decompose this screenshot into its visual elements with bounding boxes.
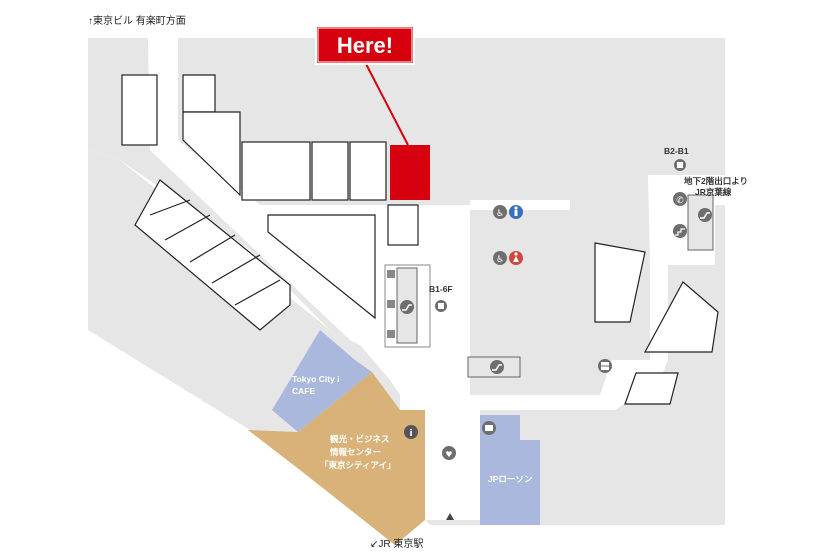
here-pointer-line bbox=[364, 61, 409, 146]
shop-block bbox=[134, 179, 291, 331]
direction-bottom-label: ↙JR 東京駅 bbox=[370, 537, 423, 550]
heart-icon: ♥ bbox=[442, 446, 456, 460]
wheelchair-icon: ♿ bbox=[493, 205, 507, 219]
info-center-label-line3: 「東京シティアイ」 bbox=[320, 460, 396, 470]
shop-block bbox=[121, 74, 158, 146]
here-label-box bbox=[315, 25, 415, 65]
svg-text:♿: ♿ bbox=[496, 255, 504, 265]
wheelchair-icon: ♿ bbox=[493, 251, 507, 265]
jp-lawson-label: JPローソン bbox=[488, 474, 533, 484]
shop-block bbox=[349, 141, 387, 201]
restroom-male-icon bbox=[509, 205, 523, 219]
floor-label-b2-b1: B2-B1 bbox=[664, 146, 689, 156]
escalator-icon bbox=[400, 300, 414, 314]
stairs-icon bbox=[673, 224, 687, 238]
elevator-icon bbox=[435, 300, 447, 312]
shop-block bbox=[311, 141, 349, 201]
svg-text:✆: ✆ bbox=[676, 196, 684, 206]
cafe-label-line2: CAFE bbox=[292, 386, 315, 396]
shop-blocks bbox=[121, 74, 719, 405]
here-label: Here! bbox=[337, 33, 393, 58]
entrance-arrow-icon bbox=[446, 513, 454, 520]
escalator-icon bbox=[490, 360, 504, 374]
svg-text:i: i bbox=[409, 429, 412, 439]
info-icon: i bbox=[404, 425, 418, 439]
svg-text:♿: ♿ bbox=[496, 209, 504, 219]
shop-block bbox=[241, 141, 311, 201]
info-center-area bbox=[248, 372, 425, 545]
elevator-icon bbox=[674, 159, 686, 171]
shop-block bbox=[643, 281, 719, 353]
info-center-label-line1: 観光・ビジネス bbox=[330, 434, 390, 444]
cafe-label-line1: Tokyo City i bbox=[292, 374, 340, 384]
shop-block bbox=[624, 372, 679, 405]
tokyo-city-cafe-area bbox=[272, 330, 372, 432]
shop-block bbox=[182, 111, 241, 197]
shop-block bbox=[182, 74, 216, 113]
locker-icon bbox=[598, 359, 612, 373]
jp-lawson-area bbox=[480, 415, 540, 525]
direction-top-label: ↑東京ビル 有楽町方面 bbox=[88, 14, 186, 27]
svg-text:♥: ♥ bbox=[445, 450, 452, 459]
current-location-marker bbox=[390, 145, 430, 200]
escalator-icon bbox=[698, 208, 712, 222]
shop-block bbox=[387, 204, 419, 246]
info-center-label-line2: 情報センター bbox=[329, 447, 381, 457]
shop-block bbox=[267, 214, 376, 320]
phone-icon: ✆ bbox=[673, 192, 687, 206]
shop-block bbox=[594, 242, 646, 323]
subway-exit-label-line1: 地下2階出口より bbox=[684, 176, 748, 186]
atm-icon bbox=[482, 421, 496, 435]
floor-label-b1-6f: B1-6F bbox=[429, 284, 453, 294]
restroom-female-icon bbox=[509, 251, 523, 265]
subway-exit-label-line2: JR京葉線 bbox=[695, 187, 732, 197]
